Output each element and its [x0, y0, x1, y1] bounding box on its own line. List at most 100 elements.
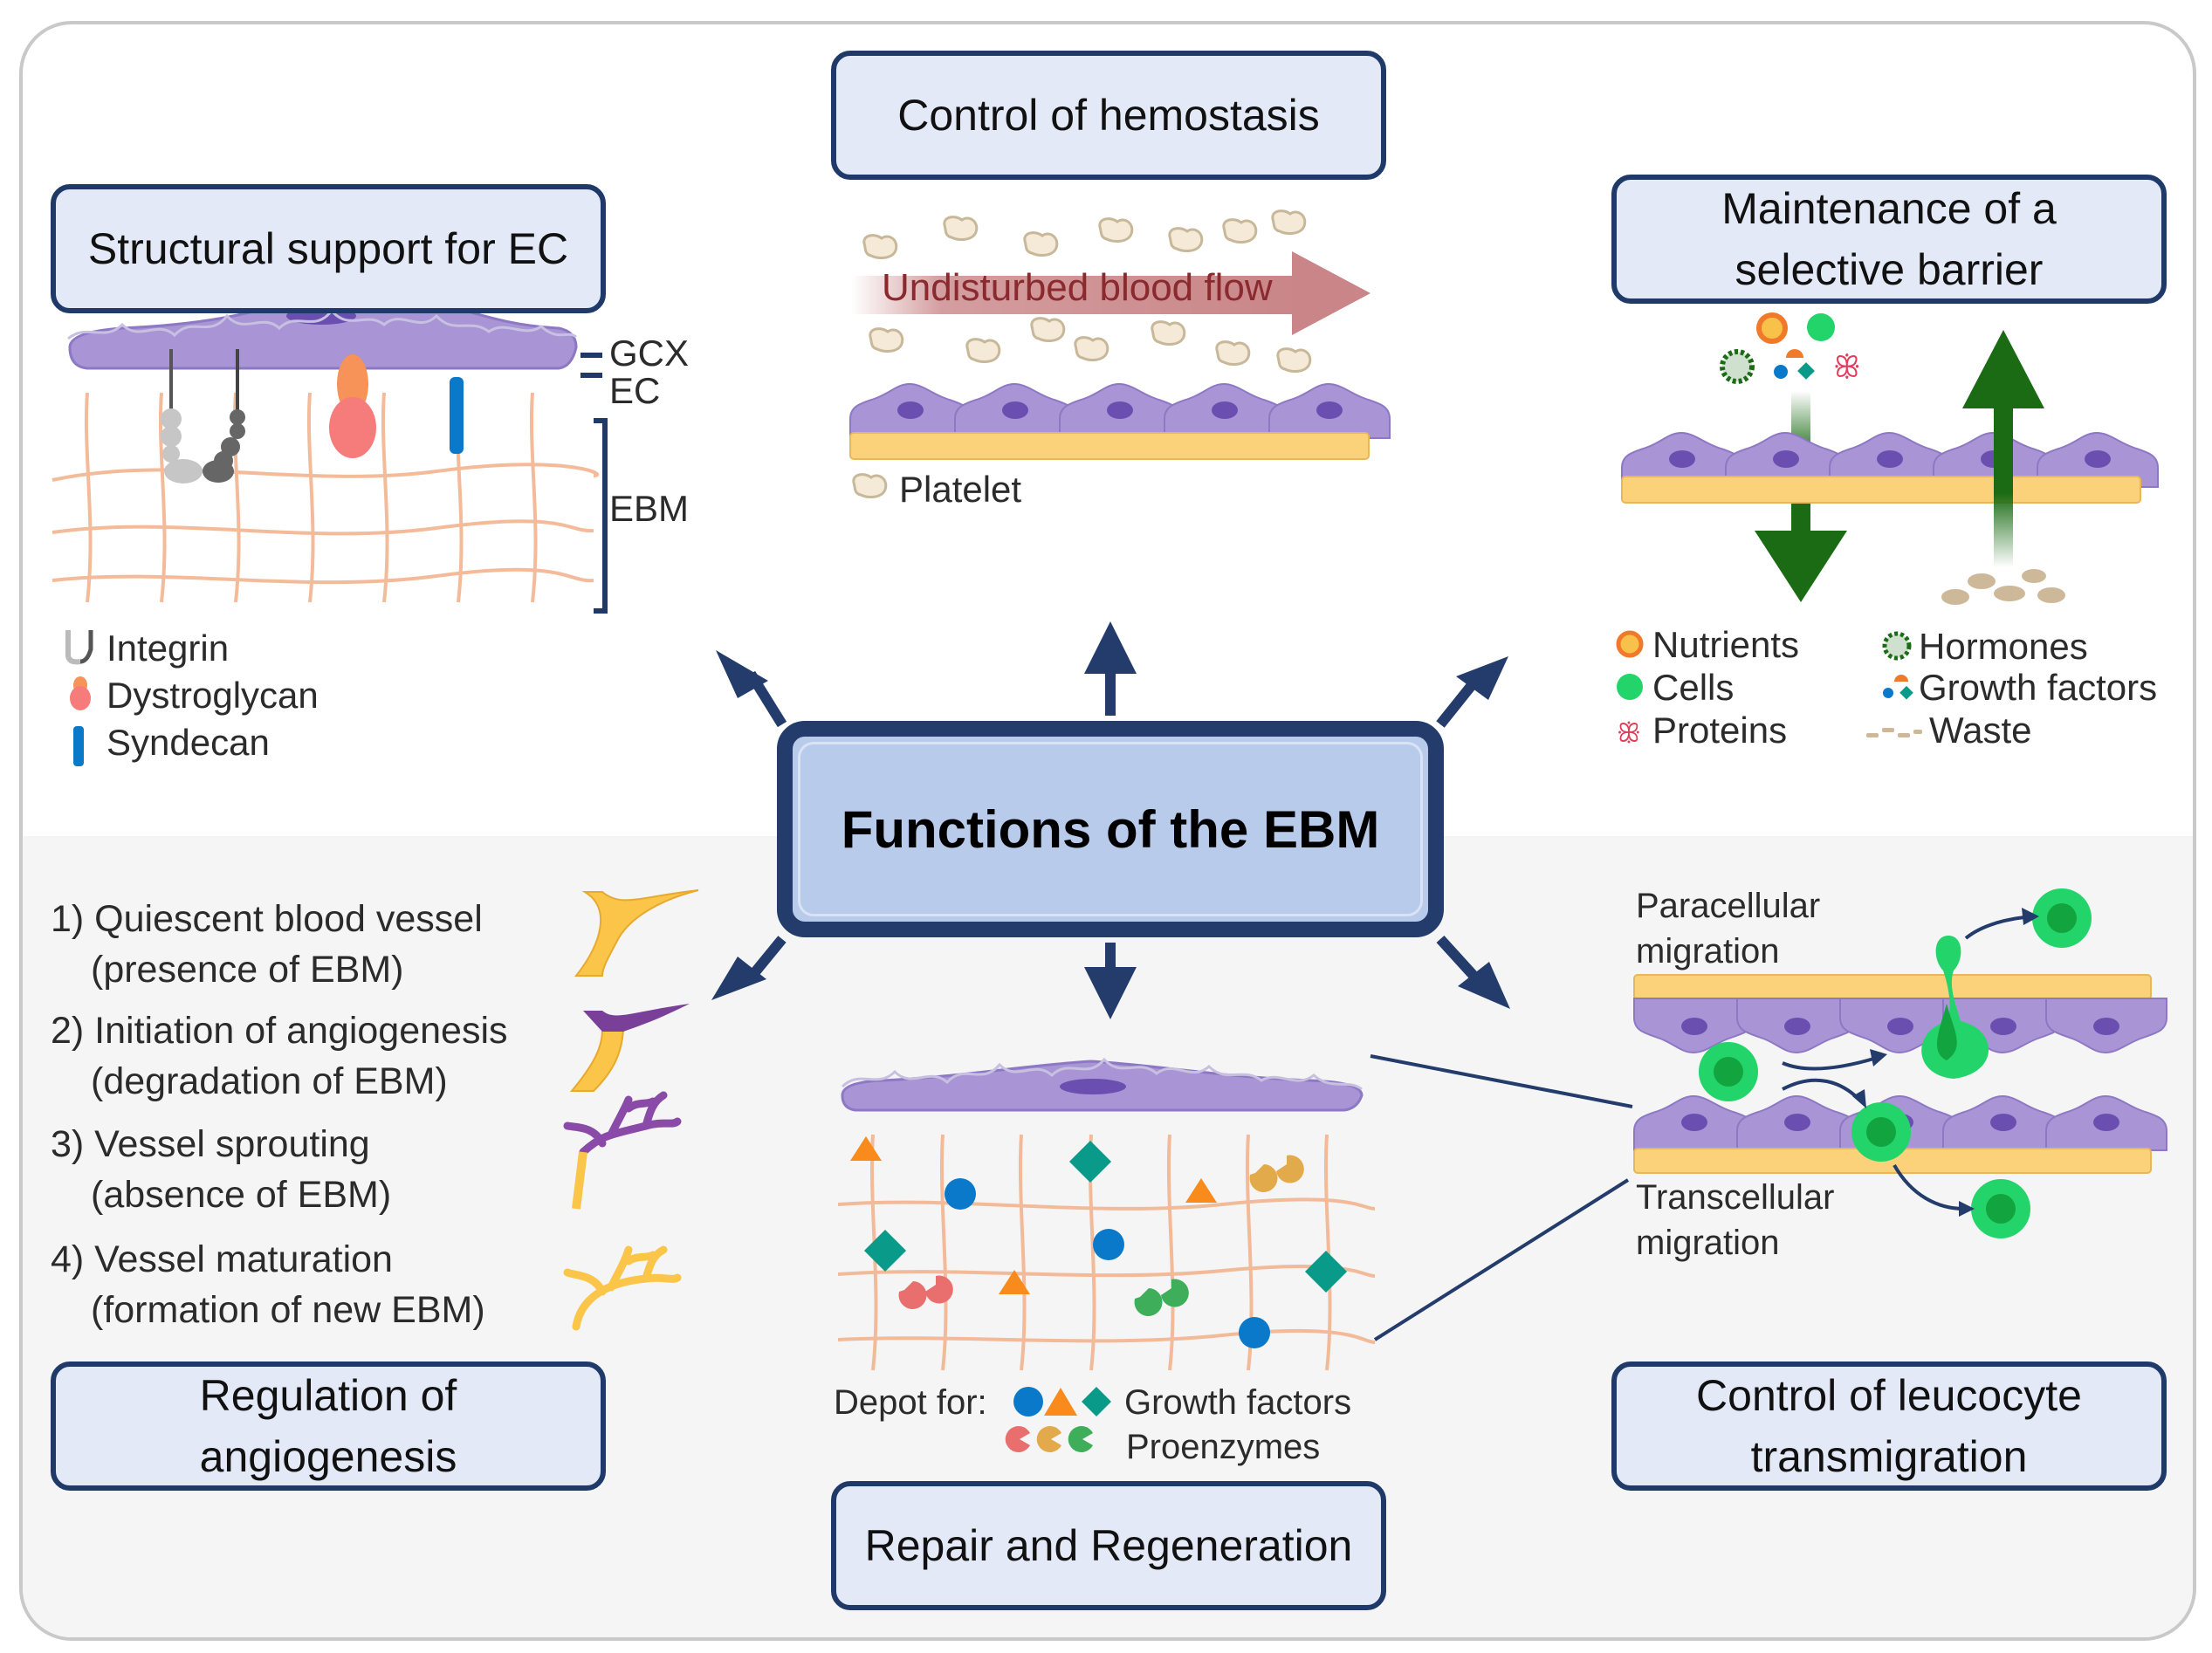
arrow-down-head	[1084, 967, 1137, 1019]
vessel-sprouting-icon	[563, 1091, 682, 1156]
transcellular-line1: Transcellular	[1636, 1178, 1835, 1217]
repair-illustration	[837, 1057, 1376, 1453]
barrier-title-line2: selective barrier	[1735, 245, 2044, 294]
dystroglycan-illustration	[329, 354, 376, 458]
syndecan-illustration	[450, 377, 464, 454]
proenzyme-green-icon	[1068, 1426, 1093, 1453]
connector-line-upper	[1370, 1054, 1633, 1108]
barrier-title-line1: Maintenance of a	[1721, 184, 2057, 233]
layer-label-ebm: EBM	[609, 488, 690, 529]
legend-waste: Waste	[1929, 710, 2032, 751]
basement-membrane	[849, 432, 1370, 460]
step-1-title: 1) Quiescent blood vessel	[51, 898, 483, 940]
proteins-icon: ꕥ	[1617, 719, 1641, 748]
arrow-upleft-head	[716, 650, 768, 698]
depot-proenzymes-label: Proenzymes	[1126, 1428, 1321, 1466]
ebm-mesh	[52, 392, 600, 603]
structural-support-title-text: Structural support for EC	[87, 224, 569, 273]
down-arrow-head	[1755, 531, 1847, 602]
angiogenesis-title: Regulation of angiogenesis	[51, 1361, 606, 1491]
step-2-subtitle: (degradation of EBM)	[91, 1060, 448, 1102]
hormones-icon	[1882, 631, 1912, 661]
legend-dystroglycan: Dystroglycan	[106, 675, 319, 716]
hemostasis-title-text: Control of hemostasis	[897, 91, 1320, 140]
leucocyte-exited-upper	[2032, 888, 2092, 948]
vessel-maturation-icon	[563, 1245, 682, 1331]
angiogenesis-step-4: 4) Vessel maturation (formation of new E…	[51, 1234, 485, 1335]
leucocyte-luminal	[1699, 1042, 1758, 1101]
angiogenesis-step-1: 1) Quiescent blood vessel (presence of E…	[51, 894, 483, 995]
leucocyte-title-line2: transmigration	[1750, 1432, 2028, 1481]
hemostasis-title: Control of hemostasis	[831, 51, 1386, 180]
step-1-subtitle: (presence of EBM)	[91, 949, 404, 991]
legend-integrin: Integrin	[106, 628, 230, 669]
angiogenesis-title-line1: Regulation of	[199, 1371, 457, 1420]
up-arrow-head	[1962, 330, 2044, 408]
step-3-title: 3) Vessel sprouting	[51, 1123, 370, 1165]
blood-flow-label: Undisturbed blood flow	[882, 266, 1273, 309]
up-arrow-shaft	[1994, 401, 2013, 567]
platelet-icon	[852, 473, 888, 498]
vessel-initiation-icon	[583, 1004, 690, 1032]
arrow-up-head	[1084, 621, 1137, 674]
upper-endothelium-row	[1633, 998, 2167, 1053]
dystroglycan-icon	[70, 676, 91, 710]
nutrient-particle	[1756, 312, 1788, 344]
flow-arrow-shaft	[851, 276, 1305, 314]
platelets-upper	[862, 209, 1307, 259]
repair-title: Repair and Regeneration	[831, 1481, 1386, 1610]
legend-nutrients: Nutrients	[1652, 624, 1800, 665]
layer-label-gcx: GCX	[609, 333, 690, 374]
transcellular-line2: migration	[1636, 1224, 1780, 1262]
paracellular-line1: Paracellular	[1636, 887, 1821, 925]
legend-cells: Cells	[1652, 667, 1735, 708]
step-2-title: 2) Initiation of angiogenesis	[51, 1010, 508, 1052]
leucocyte-illustration	[1633, 888, 2167, 1238]
leucocyte-exited-lower	[1971, 1179, 2030, 1238]
connector-line-lower	[1373, 1178, 1630, 1341]
proenzyme-markers	[898, 1155, 1304, 1316]
legend-proteins: Proteins	[1652, 710, 1788, 751]
proenzyme-yellow-icon	[1036, 1426, 1061, 1453]
angiogenesis-step-2: 2) Initiation of angiogenesis (degradati…	[51, 1005, 508, 1107]
vessel-quiescent-icon	[574, 889, 699, 977]
integrin-icon	[65, 630, 93, 665]
depot-label: Depot for:	[834, 1383, 987, 1422]
upper-basement-membrane	[1633, 974, 2152, 1000]
angiogenesis-illustration	[563, 889, 699, 1331]
endothelium-row-hemostasis	[849, 383, 1391, 439]
cells-icon	[1617, 674, 1643, 700]
depot-triangle-icon	[1044, 1388, 1077, 1416]
glycocalyx	[67, 308, 577, 340]
arrow-upright-head	[1456, 656, 1508, 700]
legend-syndecan: Syndecan	[106, 722, 270, 763]
flow-arrow-head	[1292, 251, 1370, 335]
depot-circle-icon	[1013, 1387, 1043, 1416]
proenzyme-red-icon	[1005, 1426, 1030, 1453]
cell-particle	[1807, 313, 1835, 341]
legend-platelet: Platelet	[899, 469, 1022, 510]
leucocyte-title-line1: Control of leucocyte	[1696, 1371, 2082, 1420]
center-title-box: Functions of the EBM	[777, 721, 1444, 937]
barrier-title: Maintenance of a selective barrier	[1611, 175, 2167, 304]
angiogenesis-title-line2: angiogenesis	[199, 1432, 457, 1481]
depot-growth-factors-label: Growth factors	[1124, 1383, 1352, 1422]
arrow-downleft-head	[711, 957, 766, 1000]
step-4-subtitle: (formation of new EBM)	[91, 1289, 485, 1331]
step-3-subtitle: (absence of EBM)	[91, 1174, 392, 1216]
legend-growth-factors: Growth factors	[1919, 667, 2158, 708]
layer-brackets	[580, 353, 608, 614]
structural-support-title: Structural support for EC	[51, 184, 606, 313]
paracellular-line2: migration	[1636, 932, 1780, 971]
syndecan-icon	[73, 726, 84, 766]
waste-particles	[1941, 569, 2065, 605]
protein-particle: ꕥ	[1833, 351, 1861, 384]
waste-icon	[1866, 728, 1922, 737]
transcellular-label: Transcellular migration	[1636, 1175, 1834, 1265]
central-arrows	[711, 621, 1510, 1019]
transcellular-leucocyte	[1851, 1102, 1911, 1162]
angiogenesis-step-3: 3) Vessel sprouting (absence of EBM)	[51, 1119, 391, 1220]
integrin-illustration	[161, 349, 245, 484]
nutrients-icon	[1616, 630, 1644, 658]
center-title-text: Functions of the EBM	[841, 799, 1380, 859]
